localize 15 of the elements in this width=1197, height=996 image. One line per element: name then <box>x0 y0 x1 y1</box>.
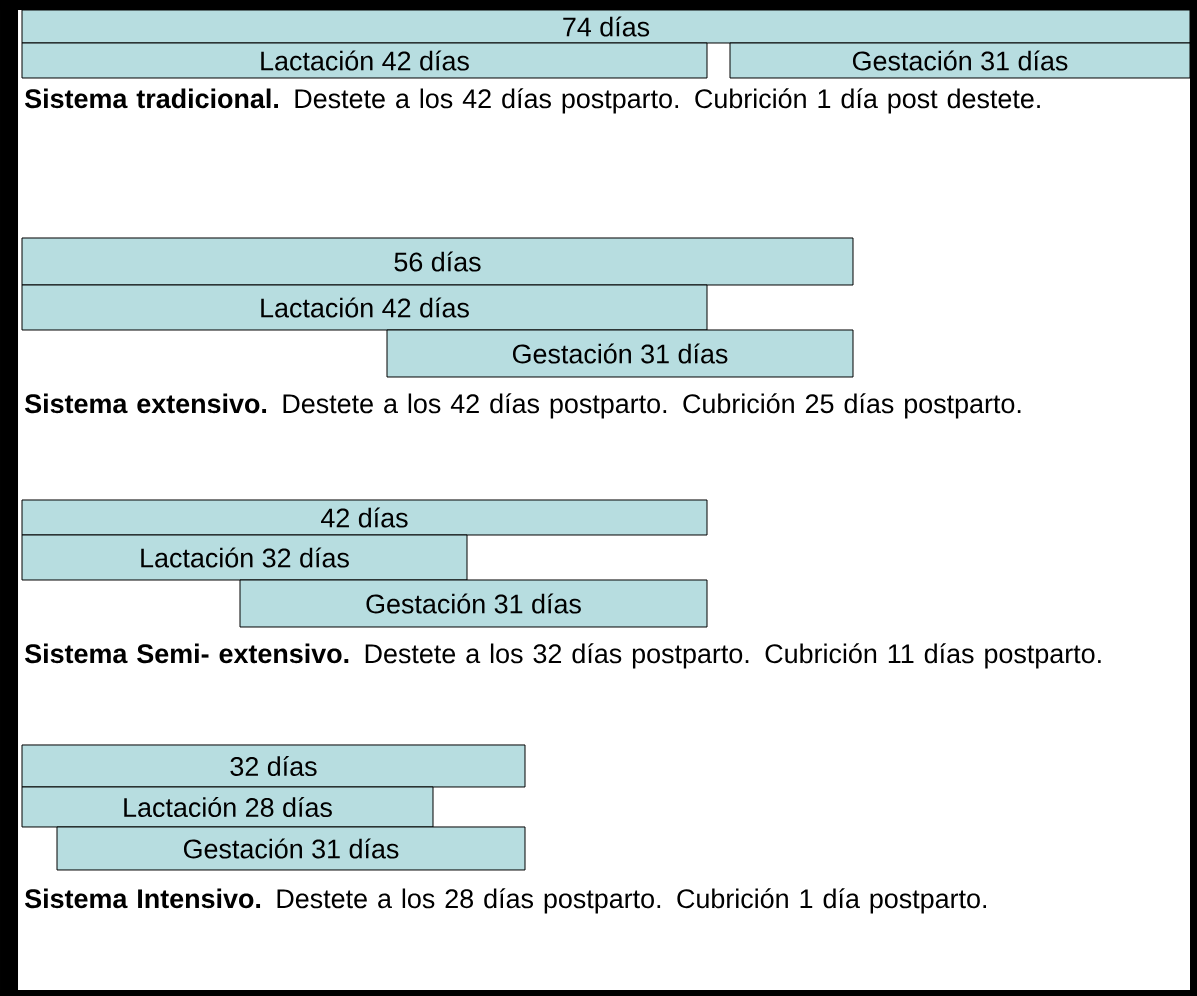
bar: Lactación 32 días <box>21 534 468 581</box>
caption-text: Sistema extensivo. Destete a los 42 días postparto. Cubrición 25 días postparto. <box>25 393 1021 419</box>
bar: 32 días <box>21 744 526 788</box>
bar: Gestación 31 días <box>239 579 708 628</box>
bar: 42 días <box>21 499 708 536</box>
bar: Gestación 31 días <box>729 42 1191 79</box>
bar: Lactación 42 días <box>21 284 708 331</box>
bar: Lactación 42 días <box>21 42 708 79</box>
bar: Gestación 31 días <box>386 329 854 378</box>
caption-text: Sistema Intensivo. Destete a los 28 días postparto. Cubrición 1 día postparto. <box>25 888 986 914</box>
caption-text: Sistema Semi- extensivo. Destete a los 32 días postparto. Cubrición 11 días postparto. <box>25 643 1101 669</box>
bar: Gestación 31 días <box>56 826 526 871</box>
bar: Lactación 28 días <box>21 786 434 828</box>
caption-text: Sistema tradicional. Destete a los 42 días postparto. Cubrición 1 día post destete. <box>25 88 1040 114</box>
bar: 56 días <box>21 237 854 286</box>
